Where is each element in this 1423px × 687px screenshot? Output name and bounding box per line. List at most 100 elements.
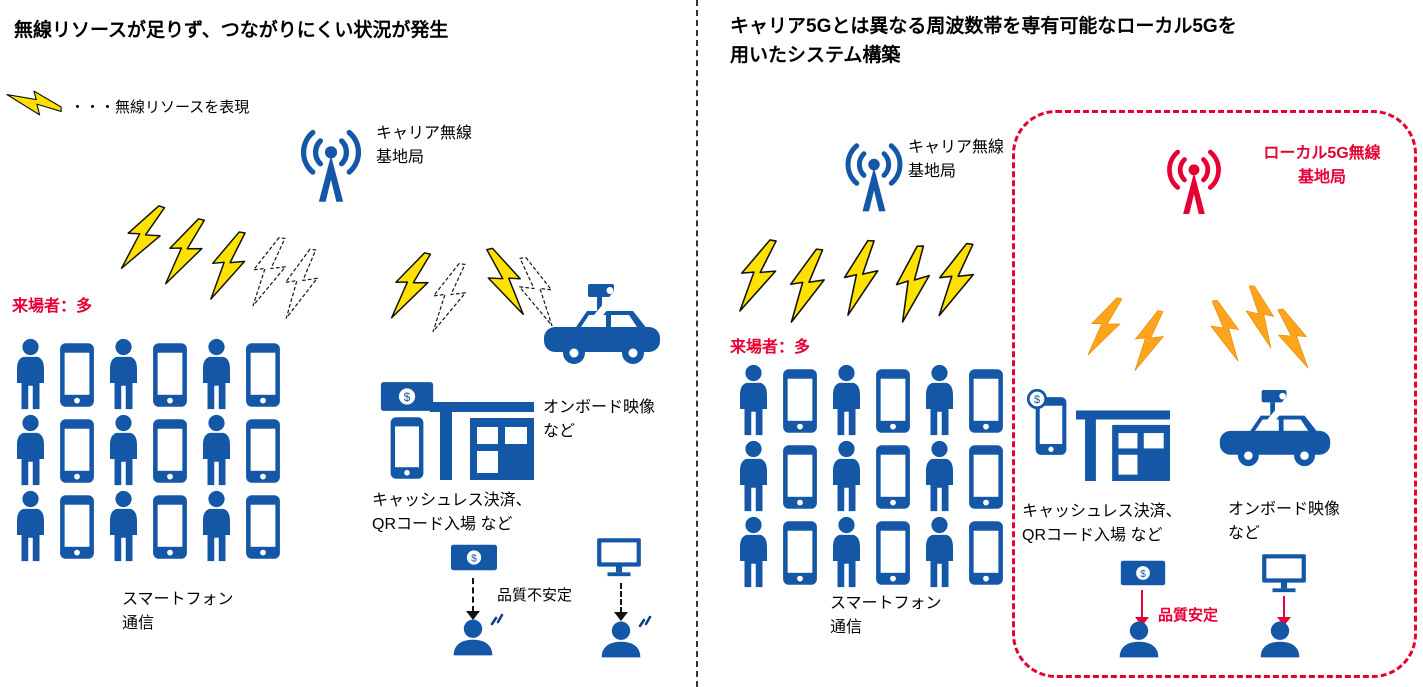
distress-marks-icon <box>490 610 506 626</box>
wireless-bolt-icon <box>843 239 879 316</box>
quality-arrow-down <box>614 583 628 621</box>
legend-label: ・・・無線リソースを表現 <box>70 99 250 116</box>
wireless-bolt-icon <box>390 252 432 319</box>
smartphone-icon <box>966 516 1006 586</box>
person-icon <box>735 516 772 588</box>
person-icon <box>921 440 958 512</box>
wireless-bolt-icon <box>739 239 777 312</box>
crowd-row <box>735 364 1006 436</box>
smartphone-icon <box>873 440 913 510</box>
camera-car-icon <box>1216 388 1334 470</box>
smartphone-icon <box>243 338 283 408</box>
smartphone-comm-label: スマートフォン 通信 <box>122 591 234 632</box>
local5g-base-station-icon <box>1160 136 1228 228</box>
local5g-bolt-icon <box>1210 300 1239 362</box>
person-icon <box>12 414 49 486</box>
carrier-station-label: キャリア無線 基地局 <box>908 139 1005 180</box>
smartphone-icon <box>57 490 97 560</box>
banknote-icon <box>450 544 498 571</box>
cashless-label: キャッシュレス決済、 QRコード入場 など <box>1022 503 1182 544</box>
smartphone-icon <box>150 414 190 484</box>
local5g-area-frame <box>1012 110 1417 678</box>
smartphone-icon <box>873 364 913 434</box>
wireless-bolt-missing-icon <box>284 248 318 319</box>
smartphone-icon <box>243 414 283 484</box>
smartphone-icon <box>780 516 820 586</box>
distress-marks-icon <box>638 612 654 628</box>
person-icon <box>828 440 865 512</box>
right-panel-title: キャリア5Gとは異なる周波数帯を専有可能なローカル5Gを 用いたシステム構築 <box>730 16 1237 67</box>
crowd-row <box>735 440 1006 512</box>
smartphone-icon <box>150 490 190 560</box>
smartphone-icon <box>57 414 97 484</box>
person-icon <box>105 338 142 410</box>
wireless-bolt-icon <box>164 218 206 285</box>
person-icon <box>12 338 49 410</box>
person-icon <box>12 490 49 562</box>
person-icon <box>921 364 958 436</box>
monitor-icon <box>1261 553 1307 593</box>
smartphone-comm-label: スマートフォン 通信 <box>830 595 942 636</box>
right-crowd <box>735 364 1006 592</box>
crowd-row <box>12 490 283 562</box>
crowd-row <box>12 338 283 410</box>
viewer-person-icon <box>1116 620 1162 658</box>
person-icon <box>198 338 235 410</box>
person-icon <box>735 364 772 436</box>
local5g-bolt-icon <box>1134 310 1164 371</box>
wireless-bolt-missing-icon <box>252 236 286 307</box>
local5g-station-label: ローカル5G無線 基地局 <box>1263 145 1381 186</box>
person-icon <box>735 440 772 512</box>
onboard-video-label: オンボード映像 など <box>543 399 656 440</box>
carrier-station-label: キャリア無線 基地局 <box>376 125 473 166</box>
smartphone-icon <box>150 338 190 408</box>
onboard-video-label: オンボード映像 など <box>1228 501 1341 542</box>
person-icon <box>921 516 958 588</box>
banknote-icon <box>380 381 434 412</box>
entry-gate-icon <box>1076 404 1170 482</box>
smartphone-icon <box>57 338 97 408</box>
payment-phone-icon <box>387 416 427 480</box>
monitor-icon <box>596 537 642 577</box>
panel-divider <box>696 0 698 687</box>
cashless-label: キャッシュレス決済、 QRコード入場 など <box>372 492 532 533</box>
wireless-bolt-missing-icon <box>432 262 466 333</box>
left-panel-title: 無線リソースが足りず、つながりにくい状況が発生 <box>14 20 449 41</box>
carrier-base-station-icon <box>838 130 910 225</box>
person-icon <box>105 490 142 562</box>
wireless-bolt-icon <box>895 245 930 323</box>
carrier-base-station-icon <box>293 116 369 216</box>
smartphone-icon <box>966 364 1006 434</box>
viewer-person-icon <box>1257 620 1303 658</box>
wireless-bolt-missing-icon <box>519 256 553 327</box>
smartphone-icon <box>966 440 1006 510</box>
local5g-bolt-icon <box>1087 297 1123 356</box>
person-icon <box>198 490 235 562</box>
quality-arrow-down <box>1135 590 1149 626</box>
smartphone-icon <box>243 490 283 560</box>
wireless-bolt-icon <box>486 247 524 316</box>
visitors-count-label: 来場者：多 <box>730 339 811 356</box>
smartphone-icon <box>780 440 820 510</box>
banknote-icon <box>1120 560 1166 586</box>
wireless-bolt-icon <box>210 231 246 300</box>
person-icon <box>828 364 865 436</box>
wireless-bolt-icon <box>938 242 975 317</box>
quality-arrow-down <box>466 578 480 620</box>
wireless-bolt-icon <box>789 248 825 323</box>
visitors-count-label: 来場者：多 <box>12 298 93 315</box>
left-crowd <box>12 338 283 566</box>
person-icon <box>828 516 865 588</box>
local5g-bolt-icon <box>1277 308 1309 369</box>
person-icon <box>105 414 142 486</box>
smartphone-icon <box>780 364 820 434</box>
camera-car-icon <box>540 282 664 368</box>
smartphone-icon <box>873 516 913 586</box>
legend-lightning-icon <box>4 88 64 118</box>
quality-unstable-label: 品質不安定 <box>497 587 573 604</box>
quality-arrow-down <box>1277 596 1291 626</box>
entry-gate-icon <box>430 396 534 480</box>
local5g-bolt-icon <box>1245 285 1275 349</box>
person-icon <box>198 414 235 486</box>
